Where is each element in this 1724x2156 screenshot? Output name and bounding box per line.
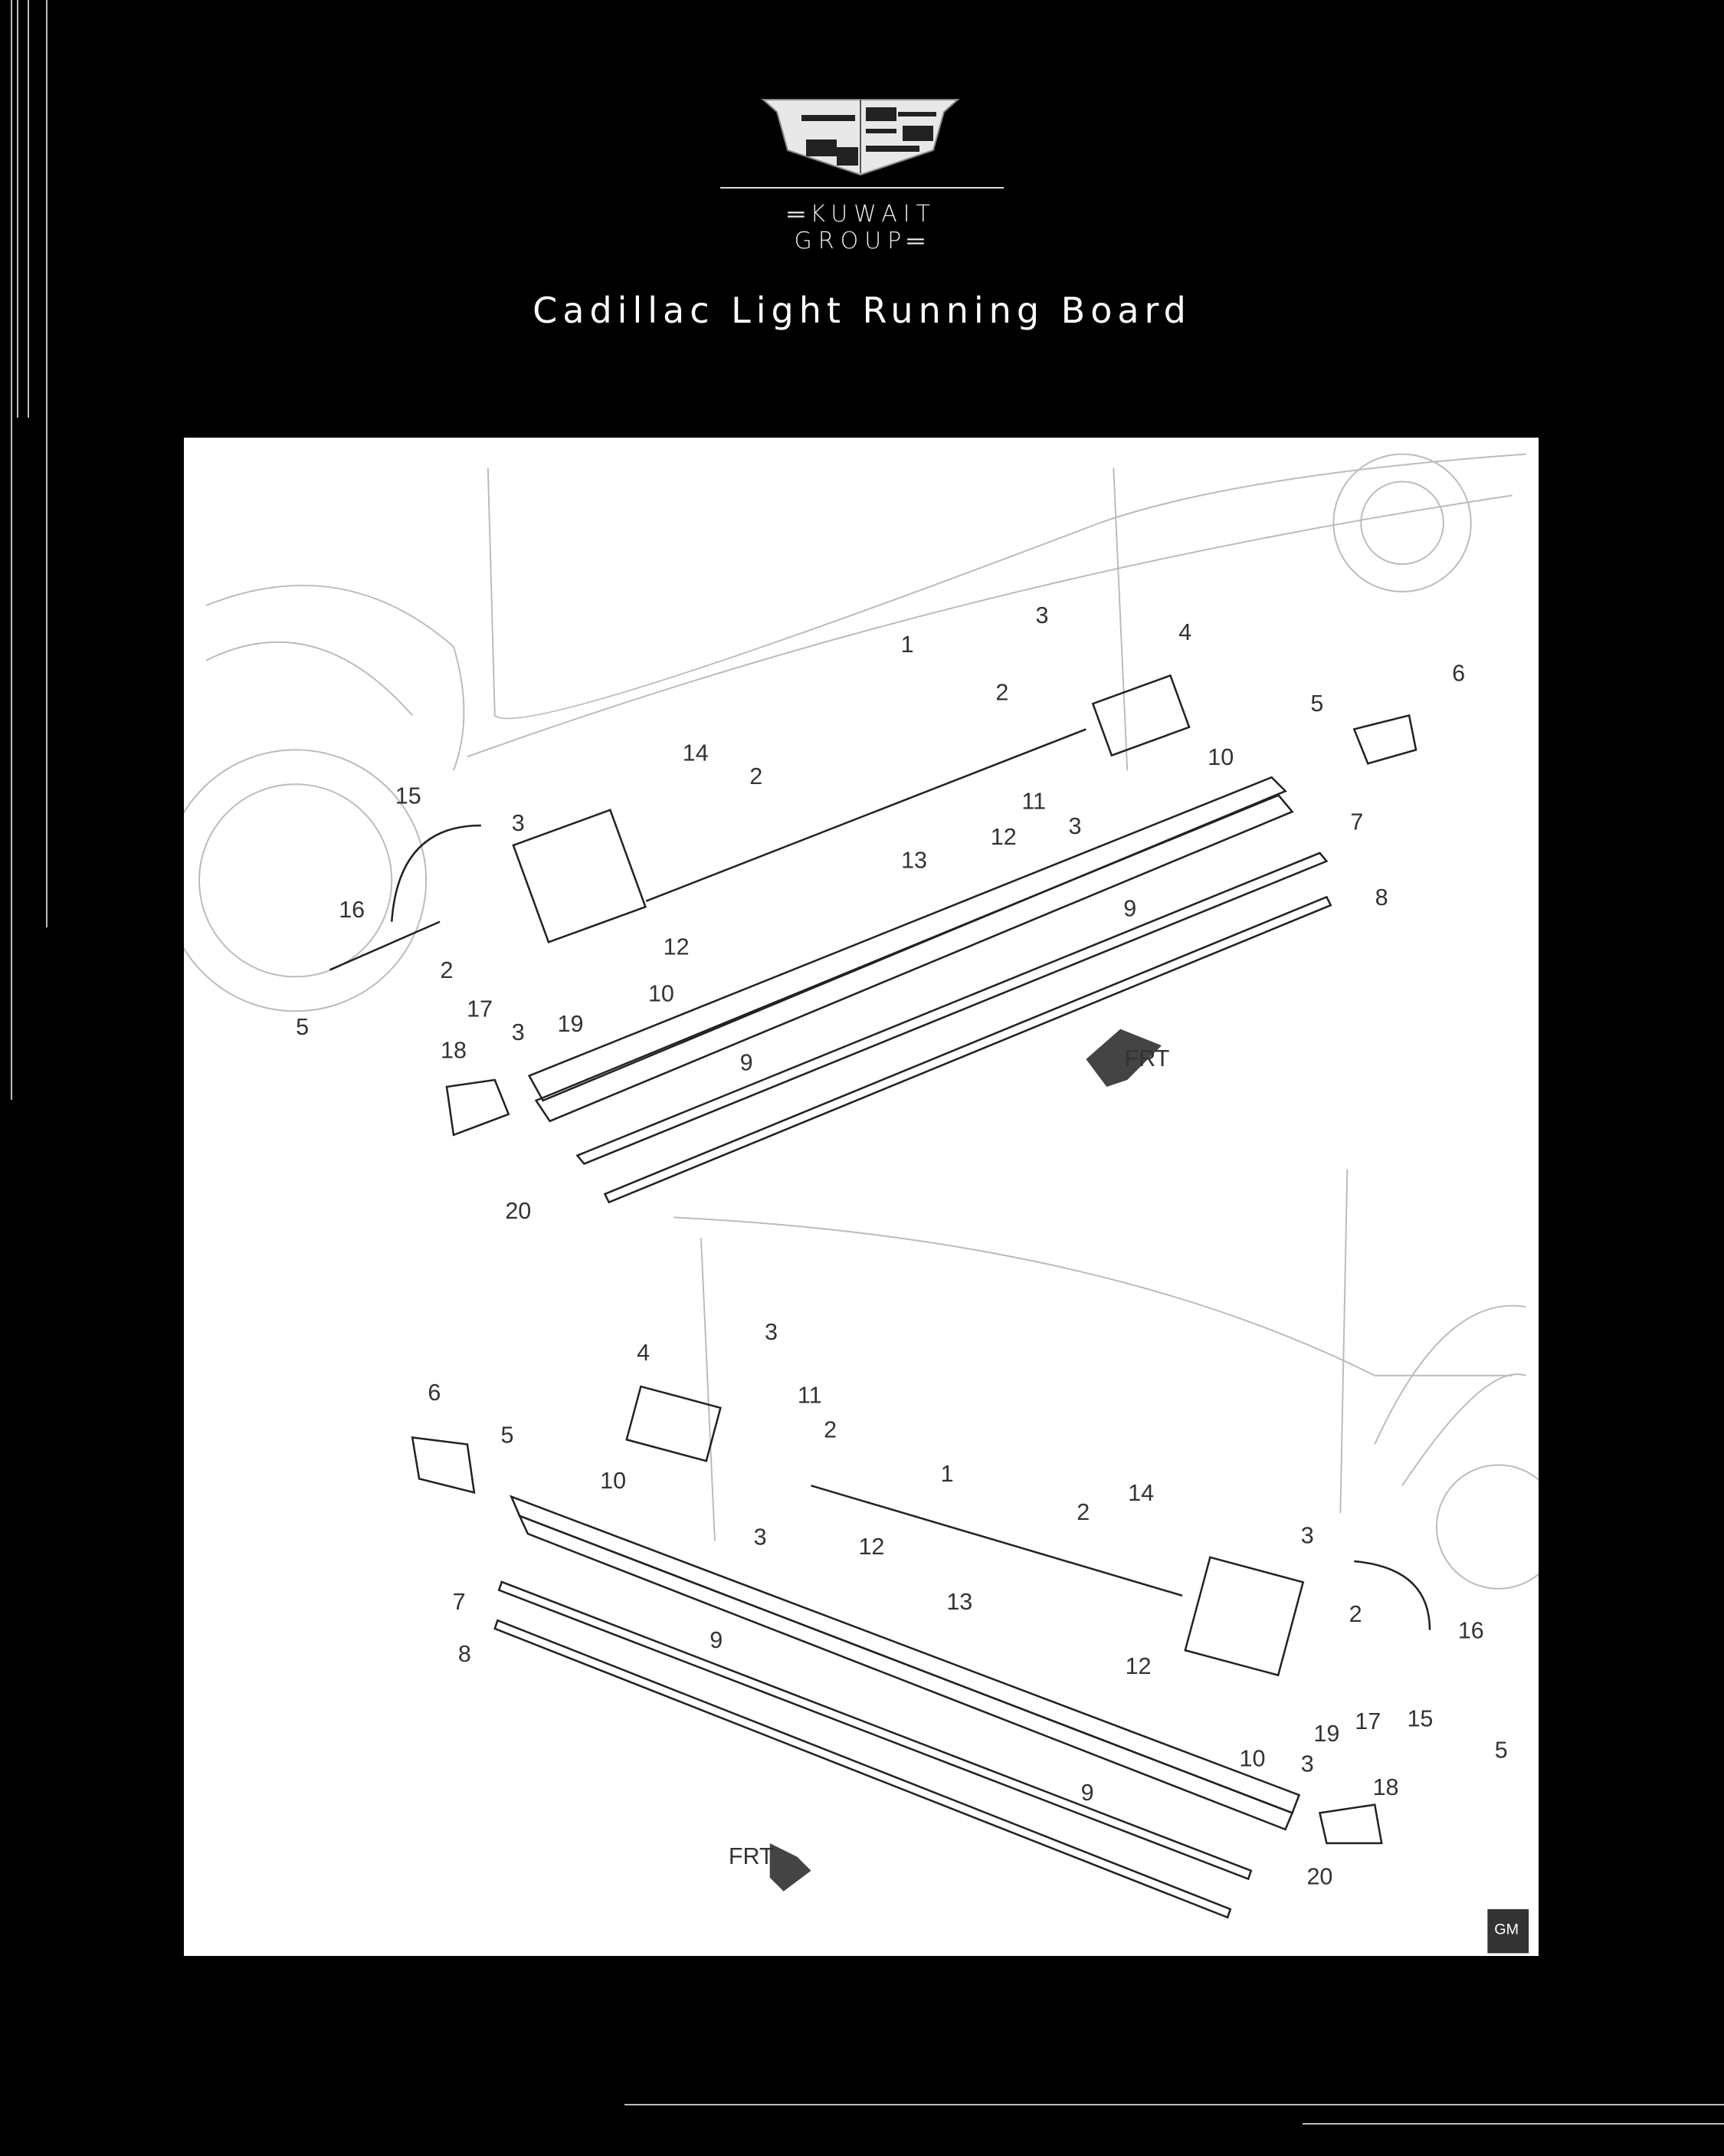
callout-number: 14 xyxy=(1128,1480,1154,1506)
callout-number: 2 xyxy=(441,957,454,983)
callout-number: 20 xyxy=(1306,1864,1332,1890)
callout-number: 5 xyxy=(1495,1738,1508,1764)
callout-number: 8 xyxy=(458,1641,471,1667)
decorative-line xyxy=(28,0,29,418)
callout-number: 10 xyxy=(648,981,674,1007)
callout-number: 3 xyxy=(1301,1523,1314,1549)
page-title: Cadillac Light Running Board xyxy=(533,290,1191,331)
callout-number: 4 xyxy=(637,1340,650,1366)
callout-number: 1 xyxy=(941,1461,954,1487)
callout-number: 20 xyxy=(505,1198,531,1224)
logo-divider xyxy=(720,187,1004,189)
front-arrow-icon xyxy=(1086,1029,1162,1087)
callout-number: 15 xyxy=(1407,1705,1433,1731)
callout-number: 3 xyxy=(1301,1751,1314,1777)
callout-number: 17 xyxy=(467,996,493,1022)
decorative-line xyxy=(46,0,48,927)
callout-number: 10 xyxy=(1208,744,1234,770)
callout-number: 15 xyxy=(395,783,421,809)
callout-number: 16 xyxy=(339,897,365,923)
callout-number: 10 xyxy=(600,1468,626,1494)
callout-number: 2 xyxy=(749,763,762,789)
callout-number: 2 xyxy=(995,680,1008,706)
callout-number: 6 xyxy=(428,1380,441,1406)
callout-number: 14 xyxy=(683,740,709,766)
callout-number: 19 xyxy=(558,1011,584,1037)
gm-badge-text: GM xyxy=(1494,1921,1519,1938)
callout-number: 2 xyxy=(1349,1601,1362,1627)
callout-number: 3 xyxy=(512,810,525,836)
callout-number: 13 xyxy=(946,1589,972,1615)
callout-number: 11 xyxy=(1021,788,1046,814)
front-label: FRT xyxy=(1125,1045,1170,1071)
front-label: FRT xyxy=(729,1843,774,1869)
callout-number: 9 xyxy=(740,1049,753,1075)
callout-number: 8 xyxy=(1375,884,1388,911)
callout-number: 19 xyxy=(1313,1721,1339,1747)
decorative-line xyxy=(17,0,18,418)
callout-number: 3 xyxy=(512,1019,525,1045)
callout-number: 5 xyxy=(296,1014,309,1040)
callout-number: 3 xyxy=(754,1524,767,1550)
callout-number: 7 xyxy=(453,1589,466,1615)
callout-number: 6 xyxy=(1452,661,1465,687)
callout-number: 18 xyxy=(441,1037,467,1063)
callout-number: 18 xyxy=(1373,1774,1399,1800)
callout-number: 17 xyxy=(1355,1708,1381,1734)
callout-number: 1 xyxy=(901,632,914,658)
callout-number: 3 xyxy=(765,1319,778,1345)
callout-number: 3 xyxy=(1069,813,1082,839)
callout-number: 5 xyxy=(500,1423,513,1449)
cadillac-crest-logo xyxy=(761,99,960,176)
callout-number: 13 xyxy=(901,848,927,874)
callout-number: 9 xyxy=(1123,895,1136,921)
brand-name: ═KUWAIT GROUP═ xyxy=(788,201,936,254)
decorative-line xyxy=(1303,2123,1724,2125)
callout-number: 9 xyxy=(710,1627,723,1653)
front-arrow-icon xyxy=(769,1843,811,1892)
callout-number: 16 xyxy=(1458,1617,1484,1643)
callout-number: 9 xyxy=(1081,1780,1094,1806)
decorative-line xyxy=(11,0,12,1100)
callout-number: 12 xyxy=(858,1534,884,1560)
callout-number: 11 xyxy=(798,1383,822,1409)
decorative-line xyxy=(624,2104,1724,2105)
gm-badge xyxy=(1487,1908,1529,1954)
callout-number: 3 xyxy=(1035,602,1048,628)
callout-number: 12 xyxy=(991,824,1017,850)
callout-number: 2 xyxy=(824,1417,837,1443)
callout-number: 12 xyxy=(664,934,690,960)
callout-number: 12 xyxy=(1126,1653,1152,1679)
callout-number: 10 xyxy=(1240,1745,1266,1771)
callout-number: 7 xyxy=(1350,809,1363,835)
callout-number: 4 xyxy=(1178,619,1191,645)
callout-number: 5 xyxy=(1310,691,1323,717)
callout-number: 2 xyxy=(1077,1499,1090,1525)
